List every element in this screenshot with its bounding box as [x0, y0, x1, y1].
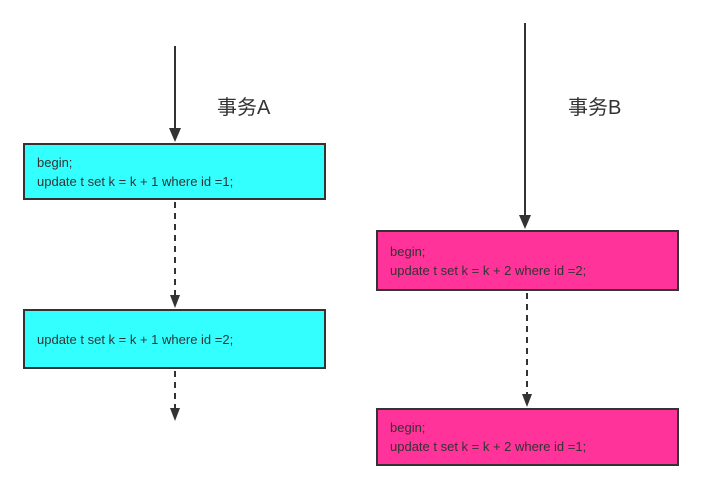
- sql-line: update t set k = k + 2 where id =2;: [390, 262, 587, 278]
- sql-line: begin;: [390, 243, 426, 259]
- transaction-b-box-1: begin; update t set k = k + 2 where id =…: [376, 230, 679, 291]
- transaction-b-box-2: begin; update t set k = k + 2 where id =…: [376, 408, 679, 466]
- transaction-b-label: 事务B: [568, 97, 622, 119]
- sql-line: update t set k = k + 1 where id =1;: [37, 173, 234, 189]
- sql-line: begin;: [37, 154, 73, 170]
- transaction-a-trailing-arrow-icon: [170, 371, 180, 421]
- transaction-a-entry-arrow-icon: [169, 46, 181, 142]
- transaction-a-box-1: begin; update t set k = k + 1 where id =…: [23, 143, 326, 200]
- transaction-b-entry-arrow-icon: [519, 23, 531, 229]
- sql-line: update t set k = k + 2 where id =1;: [390, 439, 587, 454]
- transaction-a-label: 事务A: [217, 97, 271, 119]
- transaction-a-box-2: update t set k = k + 1 where id =2;: [23, 309, 326, 369]
- sql-line: begin;: [390, 420, 426, 435]
- transaction-b-dashed-arrow-icon: [522, 293, 532, 407]
- sql-line: update t set k = k + 1 where id =2;: [37, 331, 234, 347]
- transaction-a-dashed-arrow-icon: [170, 202, 180, 308]
